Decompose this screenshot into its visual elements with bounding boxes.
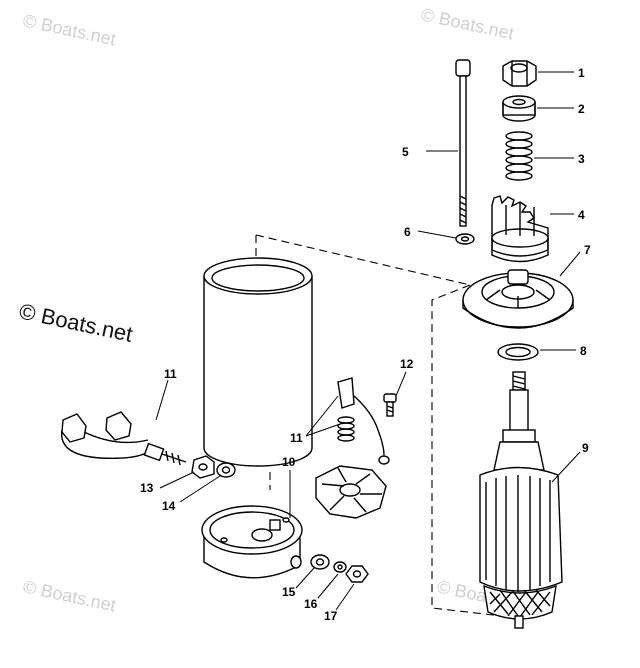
washer-part-15 — [310, 554, 330, 570]
watermark-top-left: © Boats.net — [21, 10, 117, 49]
callout-5: 5 — [402, 145, 409, 159]
spacer-part-2 — [502, 95, 536, 122]
screw-part-12 — [383, 393, 397, 417]
leader-lines — [155, 71, 581, 611]
callout-7: 7 — [584, 243, 591, 257]
callout-13: 13 — [140, 481, 154, 495]
drive-gear-part-4 — [491, 195, 549, 263]
nut-part-17 — [345, 565, 369, 583]
spring-part-3 — [505, 131, 533, 181]
commutator-end-head — [201, 505, 303, 579]
callout-17: 17 — [324, 609, 338, 623]
callout-4: 4 — [578, 208, 585, 222]
callout-16: 16 — [304, 597, 318, 611]
terminal-part-13 — [191, 455, 215, 479]
lock-washer-part-6 — [455, 233, 475, 245]
callout-8: 8 — [580, 344, 587, 358]
brush-springs-part-11-right — [337, 377, 390, 465]
brush-holder-part-10 — [315, 465, 387, 519]
watermark-bottom-left: © Boats.net — [21, 576, 117, 615]
callout-3: 3 — [578, 152, 585, 166]
field-frame-housing — [203, 257, 313, 467]
armature-part-9 — [479, 371, 563, 629]
callout-14: 14 — [162, 499, 176, 513]
washer-part-14 — [216, 462, 236, 478]
callout-10: 10 — [282, 455, 296, 469]
thrust-washer-part-8 — [497, 343, 539, 361]
callout-1: 1 — [578, 66, 585, 80]
callout-12: 12 — [400, 357, 414, 371]
brush-set-part-11-left — [61, 411, 187, 466]
nut-part-1 — [502, 60, 537, 87]
callout-6: 6 — [404, 225, 411, 239]
callout-9: 9 — [582, 441, 589, 455]
callout-11-left: 11 — [164, 367, 177, 381]
lock-washer-part-16 — [333, 561, 347, 573]
watermark-center-left: © Boats.net — [17, 298, 135, 346]
callout-2: 2 — [578, 102, 585, 116]
callout-15: 15 — [282, 585, 296, 599]
through-bolt-part-5 — [455, 59, 471, 227]
assembly-dashed-line — [255, 234, 521, 619]
watermark-top-right: © Boats.net — [419, 4, 515, 43]
callout-11-right: 11 — [290, 431, 303, 445]
end-cap-part-7 — [462, 269, 574, 329]
